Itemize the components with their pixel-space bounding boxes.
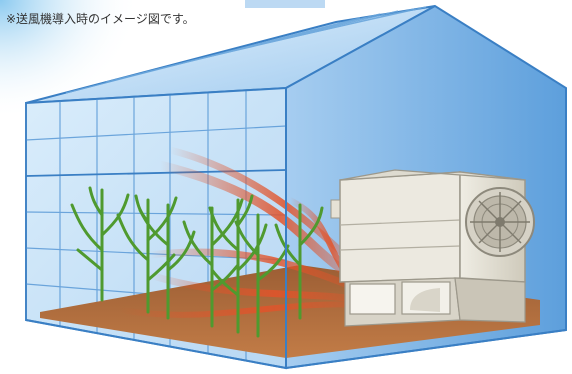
fan-icon [330, 169, 535, 327]
caption: ※送風機導入時のイメージ図です。 [6, 12, 195, 26]
corn-plant-icon [70, 186, 324, 338]
